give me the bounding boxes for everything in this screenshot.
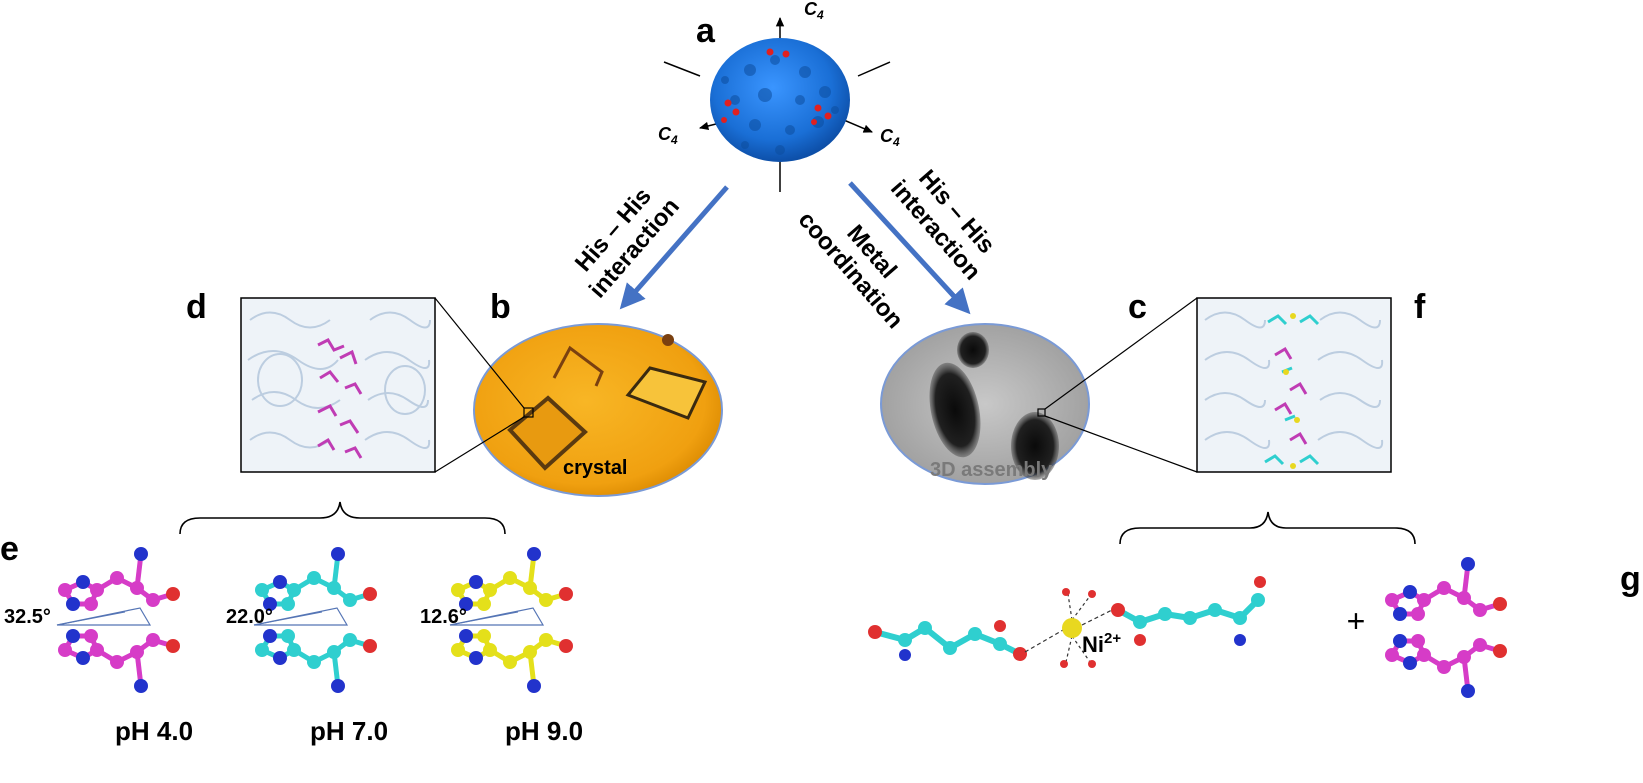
his-upper-ph9 bbox=[451, 547, 573, 611]
assembly-blob-1 bbox=[929, 362, 981, 458]
panel-e-his-pairs bbox=[56, 547, 1507, 698]
axis-right-upper-stub bbox=[857, 61, 891, 77]
crystal-right bbox=[625, 366, 708, 420]
his-lower-ph9 bbox=[451, 629, 573, 693]
crystal-small bbox=[552, 345, 604, 387]
ribbon-texture-d bbox=[247, 311, 431, 449]
crystal-fragment bbox=[662, 334, 674, 346]
his-pair-ph7 bbox=[253, 547, 377, 693]
zoom-panel-d bbox=[240, 297, 436, 473]
ligand-atoms-right bbox=[1111, 576, 1266, 646]
angle-wedge-ph4 bbox=[56, 607, 152, 626]
panel-letter-e: e bbox=[0, 530, 19, 568]
zoom-box-crystal bbox=[523, 407, 534, 418]
coord-bond-right bbox=[1081, 609, 1113, 626]
water-oxygens bbox=[1060, 588, 1096, 668]
plus-sign: + bbox=[1347, 603, 1366, 639]
his-pairs-d bbox=[317, 338, 363, 459]
his-lower-g bbox=[1385, 634, 1507, 698]
panel-letter-a: a bbox=[696, 12, 716, 50]
arrow-to-assembly bbox=[848, 181, 971, 315]
c4-label-right: C4 bbox=[880, 126, 900, 149]
ribbon-texture-f bbox=[1204, 311, 1384, 449]
panel-f-zoom bbox=[1044, 297, 1392, 473]
his-pair-ph9 bbox=[449, 547, 573, 693]
zoom-line-d-upper bbox=[434, 297, 525, 409]
panel-a-cage: C4 C4 C4 bbox=[658, 0, 900, 192]
panel-letter-g: g bbox=[1620, 560, 1641, 598]
angle-wedge-ph9 bbox=[449, 607, 545, 626]
ni-ions-f bbox=[1283, 313, 1300, 469]
his-residue-markers bbox=[721, 48, 832, 125]
his-pair-g bbox=[1385, 557, 1507, 698]
ligand-atoms-left bbox=[868, 620, 1027, 661]
axis-left-upper-stub bbox=[663, 61, 701, 77]
angle-wedge-line-ph9 bbox=[449, 611, 519, 626]
brace-e bbox=[179, 501, 506, 535]
panel-letter-d: d bbox=[186, 288, 207, 326]
cage-texture bbox=[721, 55, 839, 155]
assembly-blob-2 bbox=[957, 332, 989, 368]
ph-label-9: pH 9.0 bbox=[505, 716, 583, 746]
nickel-ion bbox=[1062, 618, 1082, 638]
ph-label-7: pH 7.0 bbox=[310, 716, 388, 746]
coord-bond-left bbox=[1024, 629, 1064, 653]
nickel-label: Ni2+ bbox=[1082, 630, 1121, 657]
zoom-panel-f bbox=[1196, 297, 1392, 473]
angle-ph4: 32.5° bbox=[4, 606, 51, 628]
brace-g bbox=[1119, 511, 1416, 545]
c4-label-top: C4 bbox=[804, 0, 824, 22]
zoom-box-assembly bbox=[1037, 408, 1046, 417]
arrow-to-crystal bbox=[619, 185, 729, 310]
arrow-label-left: His – His interaction bbox=[570, 183, 685, 304]
crystal-large bbox=[507, 395, 588, 471]
panel-g-metal: Ni2+ + bbox=[868, 576, 1365, 668]
crystal-label: crystal bbox=[563, 457, 628, 479]
his-lower-ph4 bbox=[58, 629, 180, 693]
angle-wedge-line-ph7 bbox=[253, 611, 323, 626]
his-upper-g bbox=[1385, 557, 1507, 621]
panel-letter-f: f bbox=[1414, 288, 1426, 326]
angle-wedge-ph7 bbox=[253, 607, 349, 626]
zoom-line-f-upper bbox=[1044, 297, 1198, 410]
his-upper-ph4 bbox=[58, 547, 180, 611]
angle-ph9: 12.6° bbox=[420, 606, 467, 628]
arrow-label-right-outer: His – His interaction bbox=[885, 165, 1000, 286]
c4-label-left: C4 bbox=[658, 124, 678, 147]
angle-ph7: 22.0° bbox=[226, 606, 273, 628]
panel-c-assembly: 3D assembly bbox=[880, 323, 1090, 485]
assembly-blob-3 bbox=[1011, 412, 1059, 480]
his-lower-ph7 bbox=[255, 629, 377, 693]
water-bonds bbox=[1065, 593, 1091, 663]
assembly-label: 3D assembly bbox=[930, 459, 1053, 481]
panel-letter-c: c bbox=[1128, 288, 1147, 326]
his-upper-ph7 bbox=[255, 547, 377, 611]
zoom-line-d-lower bbox=[434, 416, 525, 473]
panel-b-crystal: crystal bbox=[473, 323, 723, 497]
zoom-line-f-lower bbox=[1044, 415, 1198, 473]
panel-d-zoom bbox=[240, 297, 525, 473]
panel-letter-b: b bbox=[490, 288, 511, 326]
his-pair-ph4 bbox=[56, 547, 180, 693]
ph-label-4: pH 4.0 bbox=[115, 716, 193, 746]
angle-wedge-line-ph4 bbox=[56, 611, 126, 626]
his-pairs-f bbox=[1274, 346, 1308, 445]
